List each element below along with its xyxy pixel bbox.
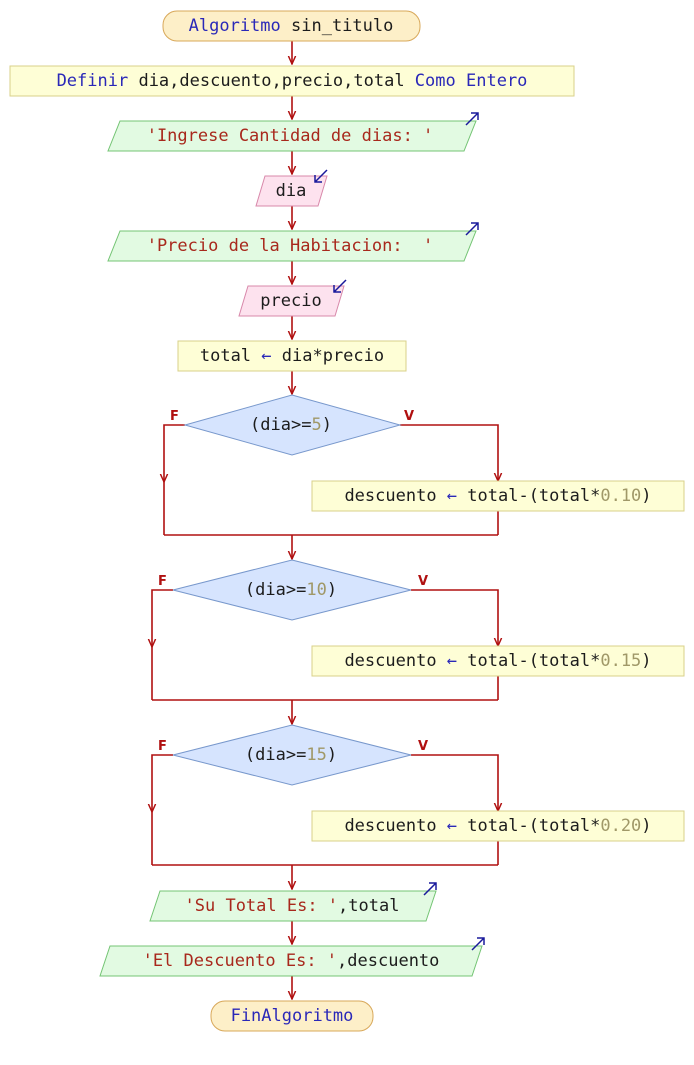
true-label-1: V [404,409,414,424]
action-node-1: descuento ← total-(total*0.10) [311,480,685,512]
label-token: ) [327,745,337,765]
label-token: Como [415,71,456,91]
label-token: (dia>= [250,415,311,435]
output-node-1: 'Ingrese Cantidad de dias: ' [107,112,479,152]
label-token: ,total [338,896,399,916]
node-label: Definir dia,descuento,precio,total Como … [57,71,528,91]
label-token: 5 [311,415,321,435]
node-label: total ← dia*precio [200,346,384,366]
output-node-2: 'Precio de la Habitacion: ' [107,222,479,262]
true-label-2: V [418,574,428,589]
label-token: ← [447,651,457,671]
node-label: 'Precio de la Habitacion: ' [147,236,434,256]
label-token: total-(total* [457,816,600,836]
label-token: FinAlgoritmo [231,1006,354,1026]
node-label: descuento ← total-(total*0.20) [344,816,651,836]
input-node-1: dia [255,169,328,207]
action-node-3: descuento ← total-(total*0.20) [311,810,685,842]
label-token: 'Precio de la Habitacion: ' [147,236,434,256]
action-node-2: descuento ← total-(total*0.15) [311,645,685,677]
arrow-up-right-icon [423,882,437,896]
label-token: dia [276,181,307,201]
assign-node: total ← dia*precio [177,340,407,372]
label-token: ) [641,816,651,836]
label-token: ) [327,580,337,600]
label-token: (dia>= [245,745,306,765]
node-label: (dia>=5) [250,415,332,435]
label-token: ) [641,486,651,506]
output-node-3: 'Su Total Es: ',total [149,882,437,922]
label-token: 0.15 [600,651,641,671]
false-label-3: F [158,739,167,754]
arrow-down-left-icon [314,169,328,183]
edge-cond3-true [411,754,498,811]
label-token: total-(total* [457,651,600,671]
label-token [456,71,466,91]
branch-labels: F V F V F V [158,409,428,754]
arrow-up-right-icon [465,112,479,126]
label-token: descuento [344,816,446,836]
decision-node-3: (dia>=15) [172,724,412,786]
edge-cond3-false [152,754,173,812]
node-label: precio [260,291,321,311]
arrow-up-right-icon [471,937,485,951]
node-label: (dia>=15) [245,745,337,765]
label-token: Algoritmo [189,16,281,36]
label-token: 10 [306,580,326,600]
false-label-2: F [158,574,167,589]
decision-node-1: (dia>=5) [183,394,402,456]
edge-cond2-false [152,589,173,647]
connectors [152,41,498,999]
true-label-3: V [418,739,428,754]
label-token: ,descuento [337,951,439,971]
edge-cond2-true [411,589,498,646]
node-label: (dia>=10) [245,580,337,600]
false-label-1: F [170,409,179,424]
node-label: descuento ← total-(total*0.15) [344,651,651,671]
label-token: 0.20 [600,816,641,836]
label-token: descuento [344,651,446,671]
define-node: Definir dia,descuento,precio,total Como … [9,65,575,97]
label-token: ← [261,346,271,366]
label-token: Entero [466,71,527,91]
label-token: total [200,346,261,366]
end-node: FinAlgoritmo [210,1000,374,1032]
edge-cond1-false [164,424,185,482]
decision-node-2: (dia>=10) [172,559,412,621]
label-token: (dia>= [245,580,306,600]
label-token: 'El Descuento Es: ' [143,951,337,971]
label-token: dia*precio [272,346,385,366]
node-label: Algoritmo sin_titulo [189,16,394,36]
node-label: FinAlgoritmo [231,1006,354,1026]
label-token: 'Ingrese Cantidad de dias: ' [147,126,434,146]
node-label: 'Ingrese Cantidad de dias: ' [147,126,434,146]
label-token: ) [322,415,332,435]
label-token: precio [260,291,321,311]
edge-cond1-true [400,424,498,481]
output-node-4: 'El Descuento Es: ',descuento [99,937,485,977]
label-token: 0.10 [600,486,641,506]
node-label: 'El Descuento Es: ',descuento [143,951,440,971]
arrow-down-left-icon [333,279,347,293]
label-token: Definir [57,71,129,91]
label-token: total-(total* [457,486,600,506]
label-token: ) [641,651,651,671]
label-token: sin_titulo [281,16,394,36]
label-token: descuento [344,486,446,506]
arrow-up-right-icon [465,222,479,236]
node-label: dia [276,181,307,201]
label-token: dia,descuento,precio,total [128,71,415,91]
input-node-2: precio [238,279,347,317]
node-label: 'Su Total Es: ',total [185,896,400,916]
start-node: Algoritmo sin_titulo [162,10,421,42]
label-token: 'Su Total Es: ' [185,896,339,916]
label-token: ← [447,486,457,506]
node-label: descuento ← total-(total*0.10) [344,486,651,506]
label-token: 15 [306,745,326,765]
label-token: ← [447,816,457,836]
